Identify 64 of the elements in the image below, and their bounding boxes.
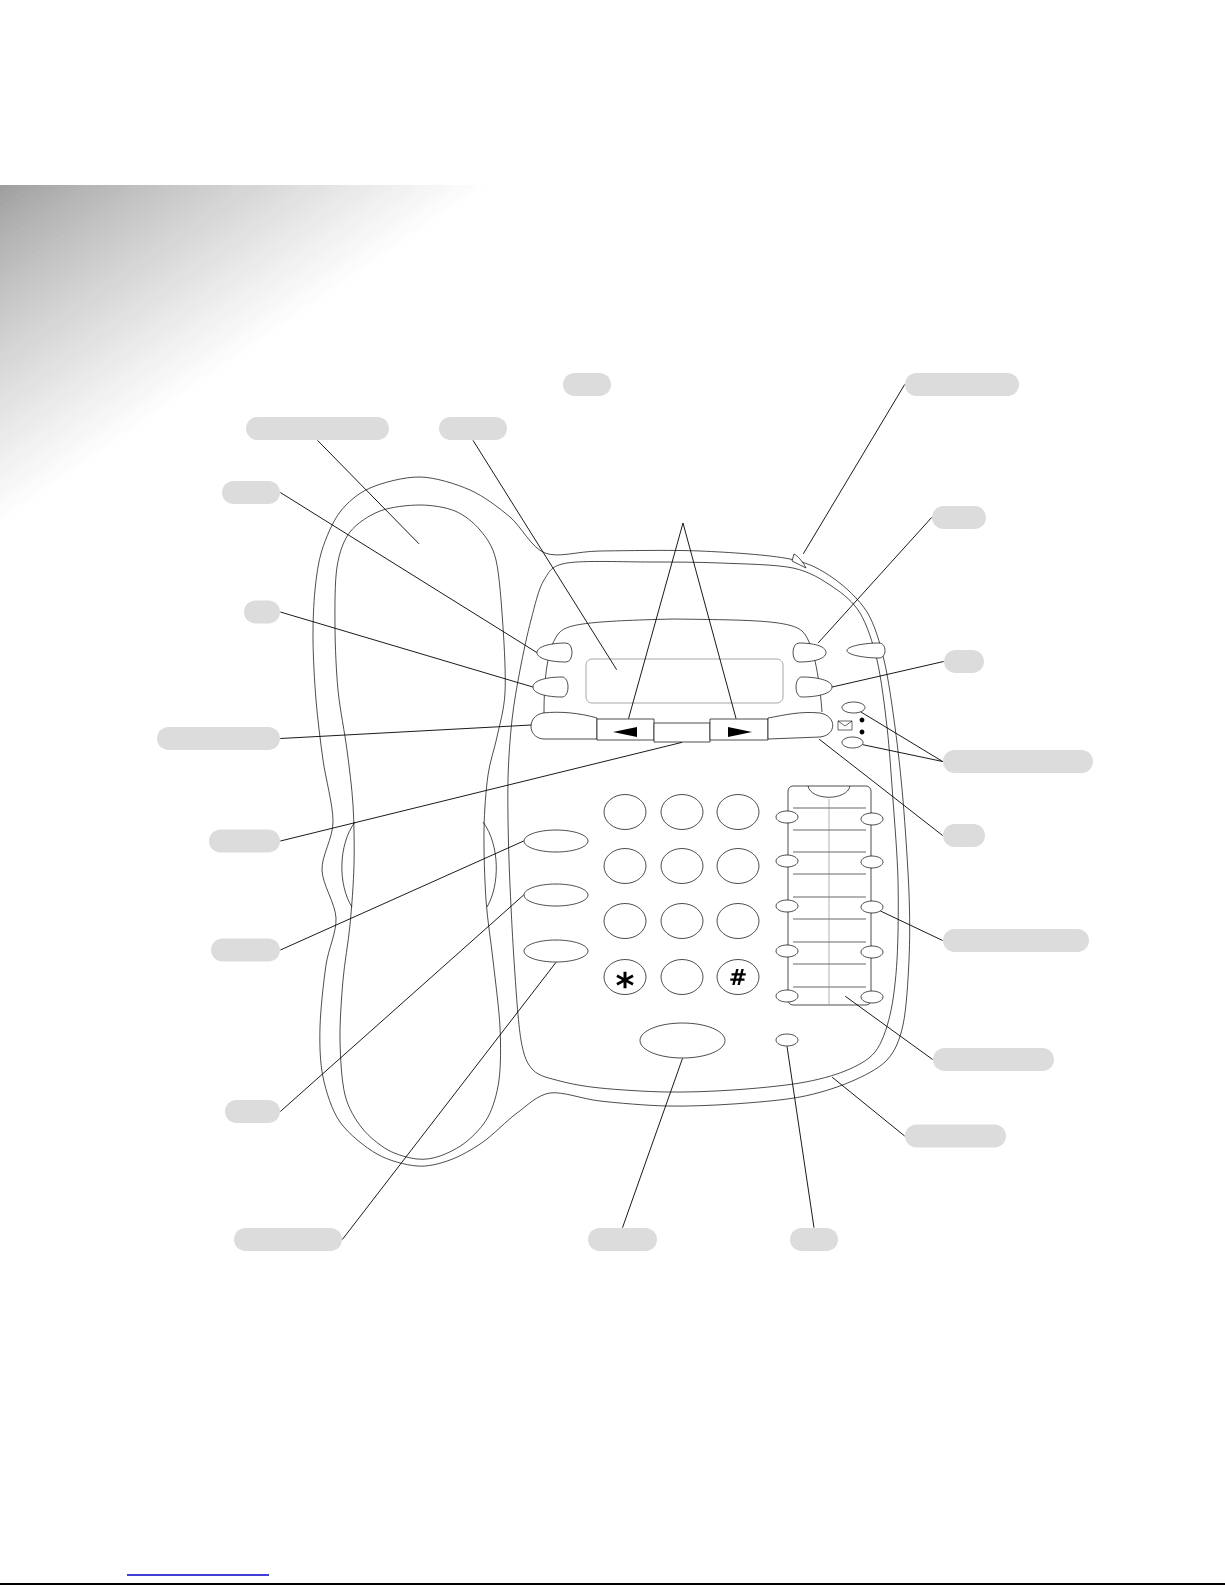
tab: [791, 553, 807, 569]
soft-key: [795, 676, 833, 698]
callout-pill: [933, 1048, 1054, 1071]
side-key: [767, 712, 834, 740]
memory-card-panel: [787, 785, 872, 1006]
callout-pill: [905, 373, 1019, 396]
message-button: [841, 701, 866, 714]
callout-pill: [943, 824, 985, 847]
leader-line: [279, 724, 532, 739]
leader-line: [831, 661, 945, 688]
soft-key: [532, 676, 569, 698]
leader-line: [786, 1045, 815, 1229]
soft-key: [792, 642, 827, 663]
callout-pill: [905, 1124, 1006, 1148]
leader-line: [831, 1076, 906, 1137]
leader-line: [279, 840, 525, 951]
callout-pill: [211, 938, 280, 962]
leader-line: [860, 711, 944, 762]
message-button: [841, 736, 864, 749]
leader-line: [317, 439, 420, 545]
callout-pill: [157, 727, 280, 750]
leader-line: [862, 744, 944, 762]
phone-base: [507, 561, 899, 1093]
display-screen: [585, 658, 784, 704]
leader-line: [844, 995, 934, 1060]
callout-pill: [209, 829, 280, 853]
leader-line: [472, 439, 618, 671]
leader-line: [279, 894, 525, 1112]
leader-line: [279, 741, 683, 842]
callout-pill: [246, 417, 389, 440]
memory-button: [860, 900, 884, 914]
leader-line: [818, 738, 944, 836]
callout-pill: [439, 417, 507, 440]
oval-button: [523, 939, 589, 963]
callout-pill: [944, 650, 984, 673]
oval-button: [523, 829, 589, 853]
leader-line: [628, 522, 684, 720]
leader-line: [682, 522, 737, 720]
large-button: [639, 1022, 726, 1059]
callout-pill: [943, 929, 1089, 952]
center-key: [653, 722, 711, 743]
leader-line: [817, 517, 933, 644]
keypad-key: *: [603, 959, 647, 995]
small-button: [775, 1033, 799, 1047]
leader-line: [341, 961, 557, 1240]
oval-button: [523, 883, 589, 907]
callout-pill: [790, 1228, 838, 1251]
callout-pill: [222, 481, 280, 504]
callout-pill: [943, 750, 1093, 773]
keypad-key: #: [716, 959, 760, 995]
leader-line: [279, 611, 534, 688]
leader-line: [802, 384, 906, 555]
leader-line: [622, 1057, 683, 1229]
callout-pill: [932, 506, 986, 529]
callout-pill: [225, 1100, 280, 1123]
leader-line: [279, 492, 538, 653]
callout-pill: [563, 373, 611, 396]
soft-key: [536, 642, 573, 663]
side-key: [530, 711, 598, 740]
handset: [334, 504, 506, 1160]
callout-pill: [234, 1228, 342, 1251]
right-arrow-key: [709, 718, 769, 741]
callout-pill: [588, 1228, 657, 1251]
callout-pill: [244, 600, 280, 624]
